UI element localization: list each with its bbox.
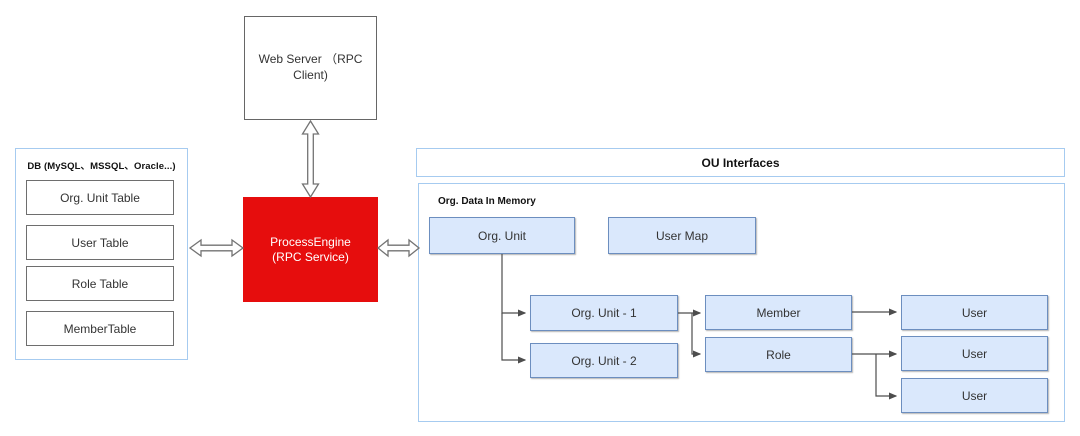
node-process-engine: ProcessEngine (RPC Service): [243, 197, 378, 302]
ou-interfaces-header: OU Interfaces: [416, 148, 1065, 177]
node-web-server: Web Server （RPC Client): [244, 16, 377, 120]
node-user-table: User Table: [26, 225, 174, 260]
node-member-table: MemberTable: [26, 311, 174, 346]
node-user-map: User Map: [608, 217, 756, 254]
node-role-table: Role Table: [26, 266, 174, 301]
node-org-unit: Org. Unit: [429, 217, 575, 254]
db-panel: DB (MySQL、MSSQL、Oracle...) Org. Unit Tab…: [15, 148, 188, 360]
db-panel-title: DB (MySQL、MSSQL、Oracle...): [27, 161, 176, 172]
node-user-1: User: [901, 295, 1048, 330]
ou-interfaces-title: OU Interfaces: [701, 155, 780, 170]
node-user-2: User: [901, 336, 1048, 371]
node-role: Role: [705, 337, 852, 372]
bidirectional-arrow-icon-db-engine: [188, 238, 245, 258]
node-org-unit-2: Org. Unit - 2: [530, 343, 678, 378]
node-org-unit-1: Org. Unit - 1: [530, 295, 678, 331]
bidirectional-arrow-icon-engine-ou: [376, 238, 421, 258]
node-org-unit-table: Org. Unit Table: [26, 180, 174, 215]
bidirectional-arrow-icon-webserver-engine: [301, 119, 320, 199]
process-engine-label-line2: (RPC Service): [272, 249, 349, 264]
process-engine-label-line1: ProcessEngine: [270, 234, 351, 249]
web-server-label: Web Server （RPC Client): [258, 52, 363, 82]
node-member: Member: [705, 295, 852, 330]
memory-panel-title: Org. Data In Memory: [438, 196, 536, 207]
node-user-3: User: [901, 378, 1048, 413]
